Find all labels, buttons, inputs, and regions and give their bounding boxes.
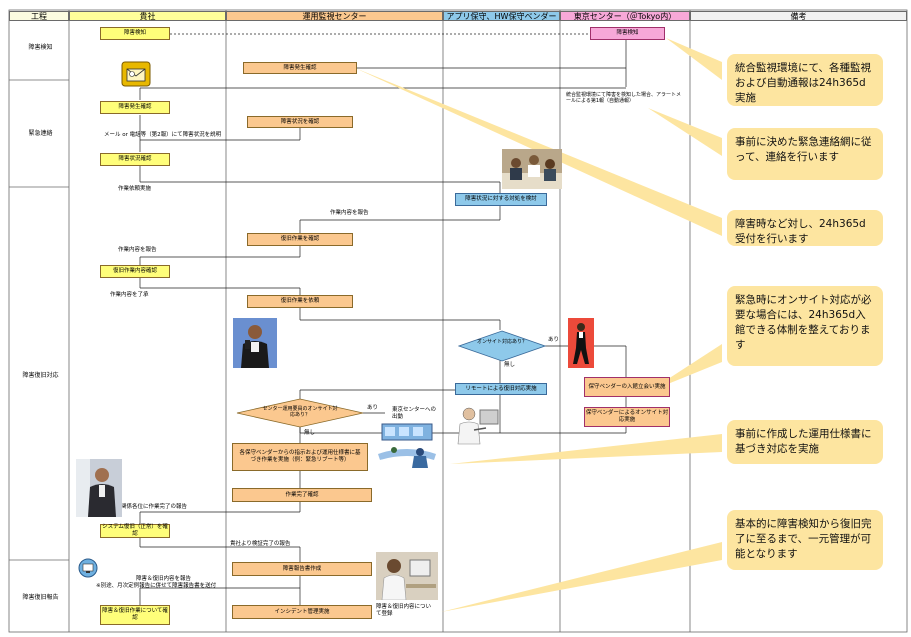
- callout-contact-network: 事前に決めた緊急連絡網に従って、連絡を行います: [727, 128, 883, 180]
- runner-photo: [568, 318, 594, 368]
- stage-emergency-contact: 緊急連絡: [28, 130, 53, 137]
- box-status-check-client: 障害状況確認: [100, 153, 170, 166]
- meeting-photo: [502, 149, 562, 189]
- box-occurrence-center: 障害発生確認: [243, 62, 357, 74]
- label-report-2: 作業内容を報告: [118, 247, 157, 253]
- diamond-onsite-needed-text: オンサイト対応あり？: [476, 339, 527, 345]
- label-no-2: 無し: [304, 430, 316, 436]
- box-recovery-content-confirm: 復旧作業内容確認: [100, 265, 170, 278]
- box-countermeasure-study: 障害状況に対する対処を検討: [455, 193, 547, 206]
- label-completion-report: 関係各位に作業完了の報告: [121, 504, 188, 510]
- box-system-recovered: システム復旧（正常）を確認: [100, 524, 170, 538]
- box-report-confirm-client: 障害＆復旧作業について確認: [100, 605, 170, 625]
- box-vendor-escort: 保守ベンダーの入館立会い実施: [584, 377, 670, 397]
- label-recovery-report: 障害＆復旧内容を報告: [136, 576, 192, 582]
- callout-onsite-readiness: 緊急時にオンサイト対応が必要な場合には、24h365d入館できる体制を整えており…: [727, 286, 883, 366]
- lane-header-remarks: 備考: [690, 11, 907, 21]
- callout-unified-management: 基本的に障害検知から復旧完了に至るまで、一元管理が可能となります: [727, 510, 883, 570]
- label-register: 障害＆復旧内容について登録: [376, 604, 432, 617]
- label-yes-1: あり: [548, 337, 560, 343]
- box-occurrence-client: 障害発生確認: [100, 101, 170, 114]
- box-work-execution: 各保守ベンダーからの指示および運用仕様書に基づき作業を実施（例：緊急リブート等）: [232, 443, 368, 471]
- lane-header-client: 貴社: [69, 11, 226, 21]
- box-detect-tokyo: 障害検知: [590, 27, 665, 40]
- label-monthly-note: ※別途、月次定例報告に併せて障害報告書を送付: [96, 583, 217, 589]
- man-phone-photo: [233, 318, 277, 368]
- diamond-onsite-needed: [458, 330, 546, 362]
- box-work-complete: 作業完了確認: [232, 488, 372, 502]
- label-work-request: 作業依頼実施: [118, 186, 152, 192]
- box-recovery-confirm: 復旧作業を確認: [247, 233, 353, 246]
- lane-header-monitoring-center: 運用監視センター: [226, 11, 443, 21]
- callout-spec-based: 事前に作成した運用仕様書に基づき対応を実施: [727, 420, 883, 464]
- label-verification-report: 貴社より検証完了の報告: [230, 541, 291, 547]
- box-report-create: 障害報告書作成: [232, 562, 372, 576]
- lane-header-process: 工程: [9, 11, 69, 21]
- label-phone-report: メール or 電話等（第2報）にて障害状況を説明: [104, 132, 222, 138]
- stage-recovery: 障害復旧対応: [22, 372, 59, 379]
- label-report-1: 作業内容を報告: [330, 210, 369, 216]
- callout-monitoring: 統合監視環境にて、各種監視および自動通報は24h365d実施: [727, 54, 883, 106]
- label-dispatch: 東京センターへの出動: [392, 407, 437, 420]
- diamond-center-onsite: [236, 398, 364, 428]
- box-incident-management: インシデント管理実施: [232, 605, 372, 619]
- lane-header-vendor: アプリ保守、HW保守ベンダー: [443, 11, 560, 21]
- callout-24h-reception: 障害時など対し、24h365d受付を行います: [727, 210, 883, 246]
- engineer-photo: [457, 407, 499, 445]
- stage-detection: 障害検知: [28, 44, 53, 51]
- box-remote-recovery: リモートによる復旧対応実施: [455, 383, 547, 395]
- label-auto-alert: 統合監視環境にて障害を検知した場合、アラートメールによる第1報（自動通報）: [566, 92, 682, 104]
- office-worker-photo: [376, 552, 438, 600]
- monitor-icon: [78, 558, 98, 578]
- businessman-photo: [76, 459, 122, 517]
- diamond-center-onsite-text: センター運用要員のオンサイト対応あり？: [262, 406, 338, 418]
- stage-recovery-report: 障害復旧報告: [22, 594, 59, 601]
- operators-photo: [378, 423, 436, 468]
- label-accept: 作業内容を了承: [110, 292, 149, 298]
- box-vendor-onsite: 保守ベンダーによるオンサイト対応実施: [584, 407, 670, 427]
- envelope-icon: [121, 61, 151, 87]
- label-yes-2: あり: [367, 405, 379, 411]
- label-no-1: 無し: [504, 362, 516, 368]
- box-detect-client: 障害検知: [100, 27, 170, 40]
- box-recovery-request: 復旧作業を依頼: [247, 295, 353, 308]
- lane-header-tokyo-center: 東京センター（＠Tokyo内）: [560, 11, 690, 21]
- box-status-check-center: 障害状況を確認: [247, 116, 353, 128]
